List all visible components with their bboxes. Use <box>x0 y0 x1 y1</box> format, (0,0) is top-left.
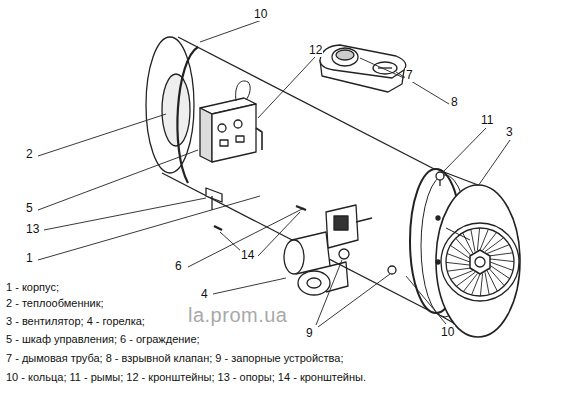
legend-text: 10 - кольца; 11 - рымы; 12 - кронштейны;… <box>6 371 366 384</box>
legend-text: 5 - шкаф управления; 6 - ограждение; <box>6 333 200 346</box>
supports <box>206 188 306 230</box>
callout-number: 14 <box>240 248 255 262</box>
fan-housing <box>410 169 520 337</box>
watermark: la.prom.ua <box>188 303 288 327</box>
legend-text: 7 - дымовая труба; 8 - взрывной клапан; … <box>6 352 343 365</box>
callout-number: 1 <box>25 251 34 265</box>
callout-number: 10 <box>440 325 455 339</box>
callout-number: 9 <box>305 326 314 340</box>
callout-number: 10 <box>253 7 268 21</box>
legend-text: 2 - теплообменник; <box>6 297 104 310</box>
callout-number: 4 <box>200 287 209 301</box>
callout-number: 8 <box>450 95 459 109</box>
callout-number: 7 <box>405 68 414 82</box>
control-cabinet <box>200 81 262 162</box>
callout-number: 2 <box>25 147 34 161</box>
chimney <box>320 45 406 92</box>
callout-number: 11 <box>480 113 494 127</box>
leader-lines <box>38 20 510 327</box>
callout-number: 5 <box>25 201 34 215</box>
legend-text: 1 - корпус; <box>6 281 59 294</box>
callout-number: 13 <box>25 222 40 236</box>
callout-number: 12 <box>308 43 323 57</box>
body-cylinder <box>146 37 440 310</box>
callout-number: 3 <box>505 125 514 139</box>
eye-bolt <box>436 172 444 186</box>
legend-text: 3 - вентилятор; 4 - горелка; <box>6 315 145 328</box>
callout-number: 6 <box>174 259 183 273</box>
